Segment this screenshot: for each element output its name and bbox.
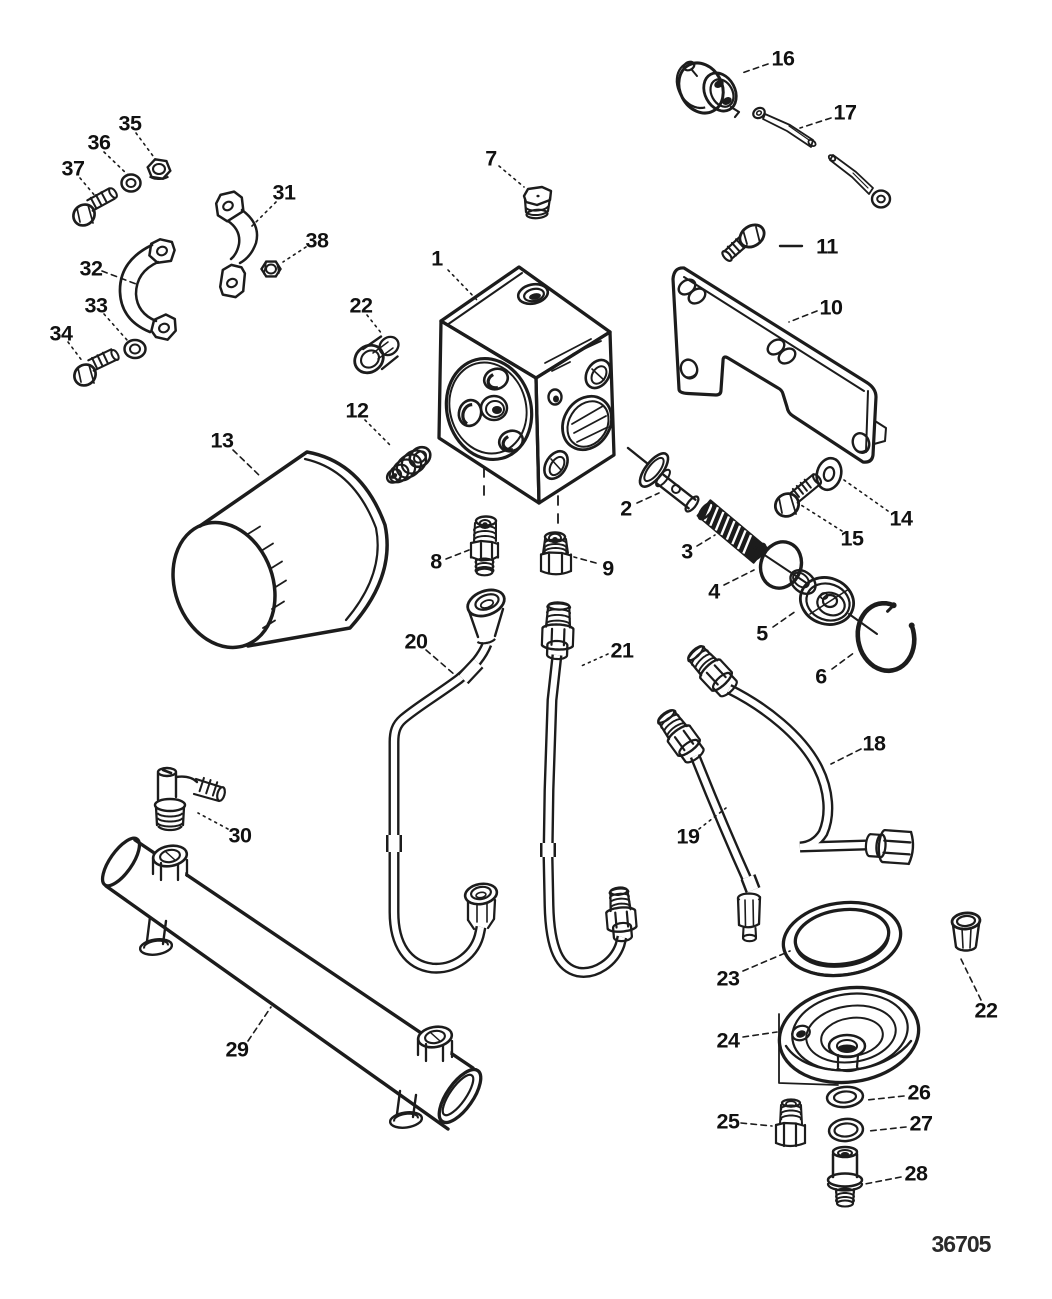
svg-text:27: 27 <box>910 1112 933 1136</box>
svg-text:21: 21 <box>611 639 634 663</box>
svg-text:18: 18 <box>863 732 886 756</box>
svg-text:24: 24 <box>717 1029 740 1053</box>
svg-text:38: 38 <box>306 229 329 253</box>
svg-text:32: 32 <box>80 257 103 281</box>
svg-text:5: 5 <box>756 622 768 646</box>
svg-text:22: 22 <box>975 999 998 1023</box>
svg-text:7: 7 <box>485 147 497 171</box>
svg-text:17: 17 <box>834 101 857 125</box>
svg-text:37: 37 <box>62 157 85 181</box>
svg-text:6: 6 <box>815 665 827 689</box>
svg-text:8: 8 <box>430 550 442 574</box>
svg-text:19: 19 <box>677 825 700 849</box>
svg-text:33: 33 <box>85 294 108 318</box>
svg-text:23: 23 <box>717 967 740 991</box>
svg-text:36705: 36705 <box>932 1231 992 1257</box>
svg-text:20: 20 <box>405 630 428 654</box>
svg-text:13: 13 <box>211 429 234 453</box>
svg-text:12: 12 <box>346 399 369 423</box>
svg-text:35: 35 <box>119 112 142 136</box>
svg-text:11: 11 <box>816 235 838 259</box>
svg-text:15: 15 <box>841 527 864 551</box>
svg-text:14: 14 <box>890 507 913 531</box>
svg-text:26: 26 <box>908 1081 931 1105</box>
svg-text:22: 22 <box>350 294 373 318</box>
svg-text:29: 29 <box>226 1038 249 1062</box>
svg-text:28: 28 <box>905 1162 928 1186</box>
svg-text:1: 1 <box>431 247 443 271</box>
svg-text:10: 10 <box>820 296 843 320</box>
svg-text:9: 9 <box>602 557 614 581</box>
svg-text:2: 2 <box>620 497 632 521</box>
svg-text:25: 25 <box>717 1110 740 1134</box>
svg-text:34: 34 <box>50 322 73 346</box>
svg-text:16: 16 <box>772 47 795 71</box>
svg-text:36: 36 <box>88 131 111 155</box>
svg-text:30: 30 <box>229 824 252 848</box>
svg-text:31: 31 <box>273 181 296 205</box>
svg-text:4: 4 <box>708 580 720 604</box>
svg-text:3: 3 <box>681 540 693 564</box>
